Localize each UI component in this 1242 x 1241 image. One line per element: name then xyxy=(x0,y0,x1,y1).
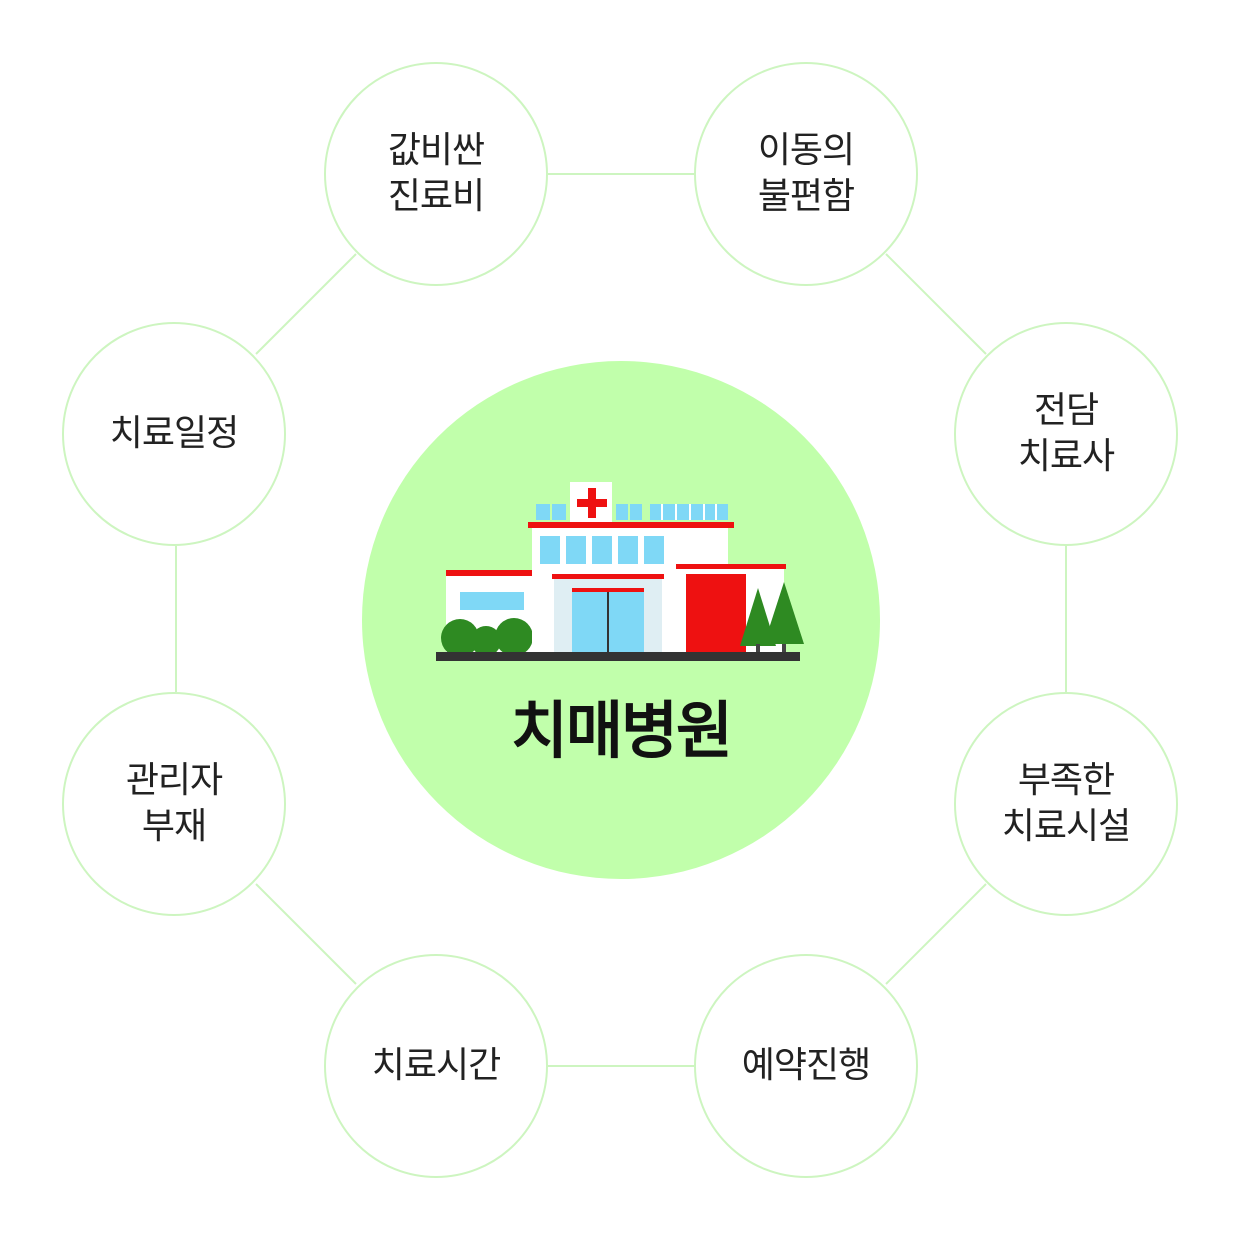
connector-top-left xyxy=(255,253,357,355)
node-bottom-left: 치료시간 xyxy=(324,954,548,1178)
connector-bottom-left xyxy=(255,883,357,985)
node-right-lower: 부족한 치료시설 xyxy=(954,692,1178,916)
node-left-lower: 관리자 부재 xyxy=(62,692,286,916)
node-label: 치료시설 xyxy=(1001,806,1131,847)
node-label: 값비싼 xyxy=(387,130,485,171)
node-label: 부재 xyxy=(141,806,207,847)
node-label: 부족한 xyxy=(1017,760,1115,801)
node-label: 관리자 xyxy=(125,760,223,801)
connector-top-right xyxy=(885,253,987,355)
connector-bottom-right xyxy=(885,883,987,985)
node-label: 예약진행 xyxy=(741,1045,871,1086)
node-top-right: 이동의 불편함 xyxy=(694,62,918,286)
node-label: 불편함 xyxy=(757,176,855,217)
center-title: 치매병원 xyxy=(510,694,733,767)
node-label: 치료일정 xyxy=(109,413,239,454)
node-right-upper: 전담 치료사 xyxy=(954,322,1178,546)
node-label: 이동의 xyxy=(757,130,855,171)
node-label: 진료비 xyxy=(387,176,485,217)
node-label: 치료시간 xyxy=(371,1045,501,1086)
node-label: 치료사 xyxy=(1017,436,1115,477)
hospital-building-icon xyxy=(436,482,804,661)
node-bottom-right: 예약진행 xyxy=(694,954,918,1178)
node-top-left: 값비싼 진료비 xyxy=(324,62,548,286)
node-label: 전담 xyxy=(1033,390,1099,431)
node-left-upper: 치료일정 xyxy=(62,322,286,546)
